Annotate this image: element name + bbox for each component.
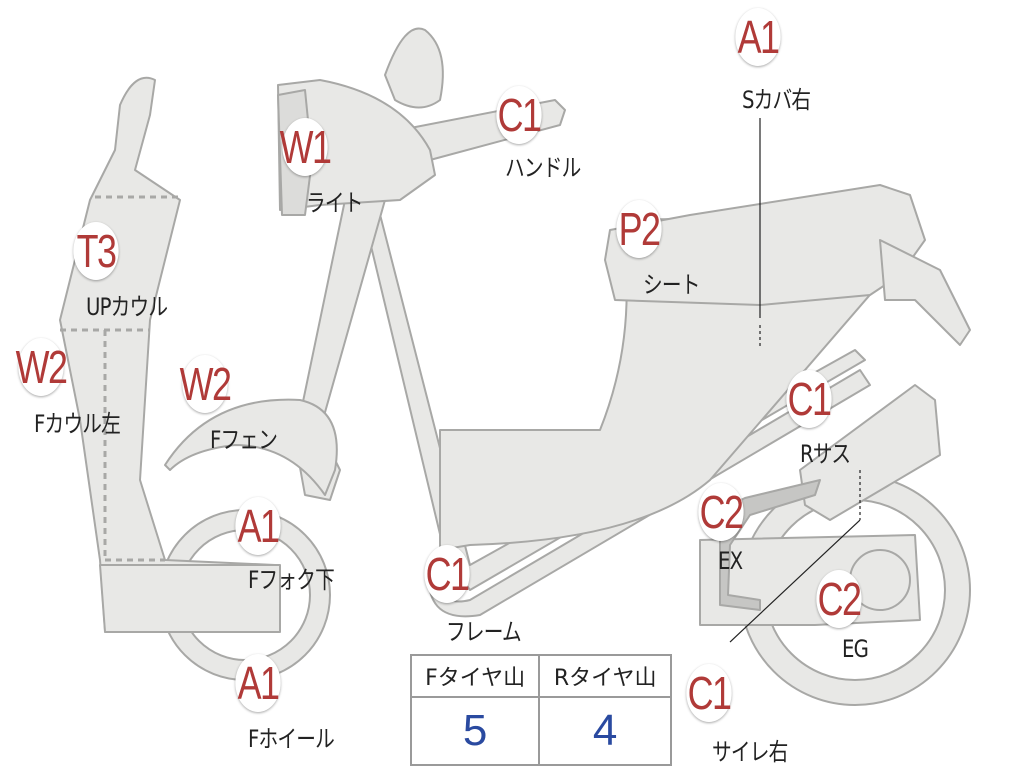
front-cowl [59, 76, 281, 631]
part-label-f-fork-lower: Fフォク下 [248, 566, 335, 594]
tail [879, 239, 971, 346]
mirror [384, 27, 444, 109]
grade-badge-s-cover-right: A1 [735, 8, 781, 66]
part-label-f-wheel: Fホイール [248, 725, 335, 753]
part-label-seat: シート [643, 271, 700, 299]
grade-badge-f-fork-lower: A1 [235, 497, 281, 555]
tire-header-front: Fタイヤ山 [409, 654, 541, 698]
part-label-muffler-right: サイレ右 [712, 738, 788, 766]
part-label-exhaust: EX [718, 547, 743, 575]
grade-badge-r-suspension: C1 [786, 370, 832, 428]
grade-badge-exhaust: C2 [698, 483, 744, 541]
part-label-light: ライト [306, 189, 363, 217]
tire-header-rear: Rタイヤ山 [538, 654, 672, 698]
grade-badge-seat: P2 [616, 200, 662, 258]
grade-badge-f-cowl-left: W2 [16, 338, 68, 396]
front-fender [164, 398, 338, 496]
grade-badge-handle: C1 [496, 86, 542, 144]
grade-badge-f-wheel: A1 [235, 654, 281, 712]
rear-shock [799, 384, 941, 521]
floor-tab [99, 564, 281, 633]
leader-muffler [729, 519, 861, 643]
grade-badge-f-fender: W2 [180, 355, 232, 413]
grade-badge-muffler-right: C1 [686, 664, 732, 722]
tire-tread-table: Fタイヤ山 Rタイヤ山 5 4 [409, 654, 672, 766]
part-label-engine: EG [842, 635, 869, 663]
grade-badge-light: W1 [280, 118, 332, 176]
grade-badge-up-cowl: T3 [73, 222, 119, 280]
headlight-housing [277, 79, 436, 211]
tire-value-front: 5 [409, 696, 541, 766]
part-label-f-cowl-left: Fカウル左 [34, 410, 121, 438]
part-label-handle: ハンドル [505, 154, 581, 182]
tire-value-rear: 4 [538, 696, 672, 766]
exhaust-pipe [719, 479, 821, 611]
part-label-up-cowl: UPカウル [86, 293, 168, 321]
grade-badge-frame: C1 [424, 545, 470, 603]
part-label-frame: フレーム [446, 618, 522, 646]
grade-badge-engine: C2 [816, 570, 862, 628]
part-label-r-suspension: Rサス [800, 440, 851, 468]
part-label-s-cover-right: Sカバ右 [742, 86, 811, 114]
part-label-f-fender: Fフェン [210, 426, 278, 454]
